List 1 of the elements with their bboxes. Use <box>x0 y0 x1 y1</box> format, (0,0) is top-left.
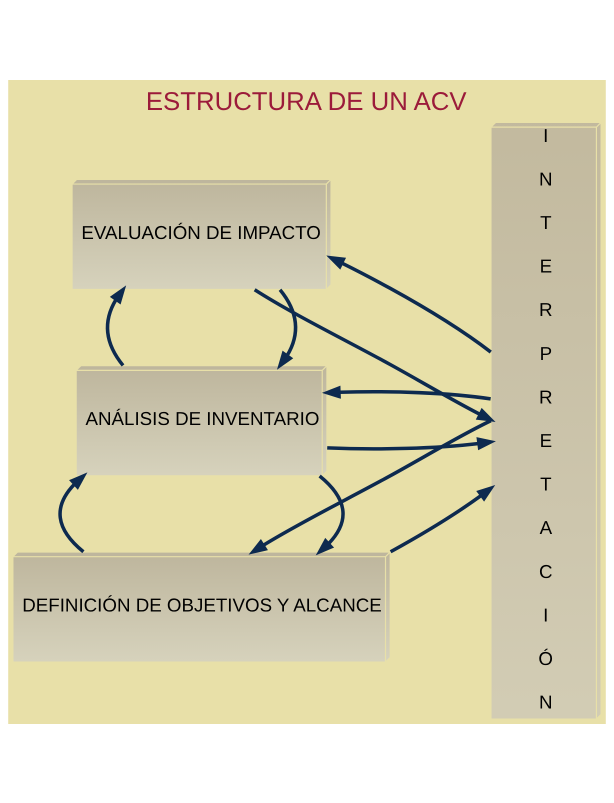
diagram-title: ESTRUCTURA DE UN ACV <box>146 87 467 116</box>
